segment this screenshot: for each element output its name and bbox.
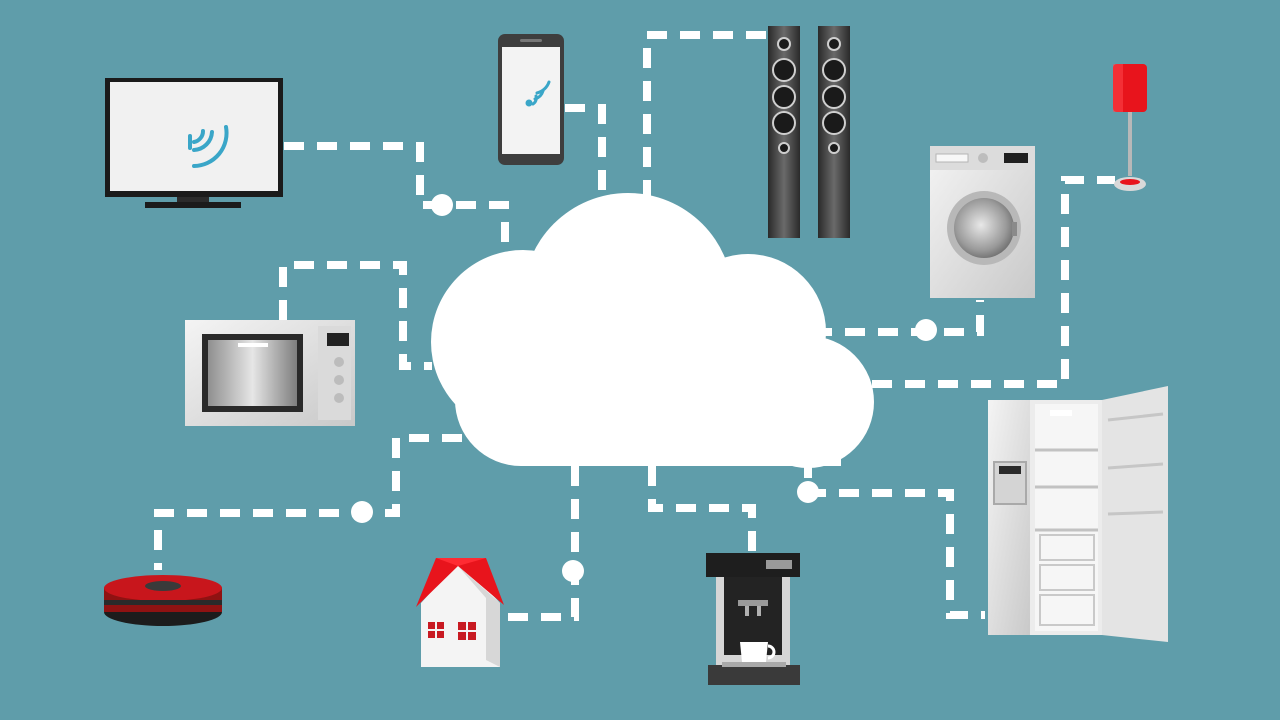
coffee-machine-icon [706,553,800,685]
connector-vacuum [154,434,462,570]
junction-dot [562,560,584,582]
washing-machine-icon [930,146,1035,298]
connector-house [505,466,579,621]
table-lamp-icon [1113,64,1147,191]
refrigerator-icon [988,386,1168,642]
connector-fridge [804,458,985,619]
wifi-icon [188,125,229,168]
connector-tv [284,142,509,270]
smartphone-icon [498,34,564,165]
junction-dot [431,194,453,216]
robot-vacuum-icon [104,575,222,626]
connector-speakers [643,31,768,200]
junction-dot [351,501,373,523]
cloud-icon [431,193,874,468]
connector-junctions [351,194,937,582]
house-icon [416,558,504,667]
microwave-icon [185,320,355,426]
connector-lines [154,31,1115,621]
junction-dot [797,481,819,503]
speakers-icon [768,26,850,238]
connector-microwave [279,261,432,370]
junction-dot [915,319,937,341]
connector-phone [565,104,606,200]
connector-washer [812,300,984,336]
wifi-icon [525,80,551,107]
smart-tv-icon [105,78,283,208]
